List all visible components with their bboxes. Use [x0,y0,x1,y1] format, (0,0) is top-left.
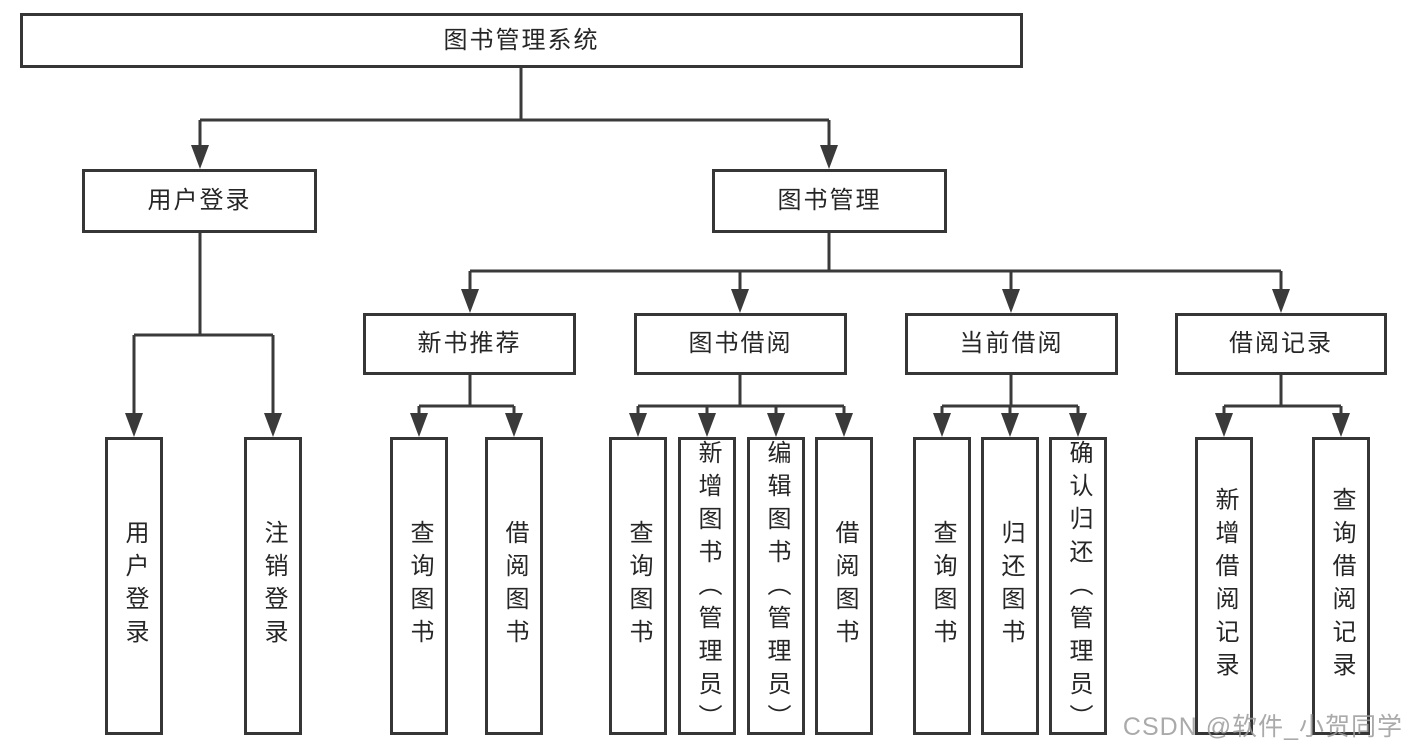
leaf-user-login: 用户登录 [105,437,163,735]
connector-book-borrow-group [636,375,846,416]
node-book-management: 图书管理 [712,169,947,233]
leaf-query-books-borrowing: 查询图书 [609,437,667,735]
connector-borrow-record-group [1222,375,1343,416]
arrowheads-level2 [191,145,838,169]
connector-root-to-level2 [198,68,831,148]
node-borrowing-records: 借阅记录 [1175,313,1387,375]
arrowheads-level3 [461,289,1290,313]
leaf-query-books-recommend: 查询图书 [390,437,448,735]
leaf-borrow-books: 借阅图书 [815,437,873,735]
csdn-watermark: CSDN @软件_小贺同学 [1122,713,1403,741]
leaf-edit-books-admin: 编辑图书（管理员） [747,437,805,735]
leaf-confirm-return-admin: 确认归还（管理员） [1049,437,1107,735]
leaf-query-borrow-record: 查询借阅记录 [1312,437,1370,735]
node-new-book-recommendation: 新书推荐 [363,313,576,375]
leaf-return-books: 归还图书 [981,437,1039,735]
node-current-borrowing: 当前借阅 [905,313,1118,375]
connector-book-management-group [468,233,1283,292]
connector-current-borrow-group [940,375,1080,416]
arrowheads-user-login-leaves [125,413,282,437]
arrowheads-leaves [410,413,1350,437]
node-user-login: 用户登录 [82,169,317,233]
connector-new-book-group [417,375,516,416]
leaf-logout: 注销登录 [244,437,302,735]
leaf-query-books-current: 查询图书 [913,437,971,735]
node-library-management-system: 图书管理系统 [20,13,1023,68]
leaf-add-books-admin: 新增图书（管理员） [678,437,736,735]
leaf-add-borrow-record: 新增借阅记录 [1195,437,1253,735]
leaf-borrow-books-recommend: 借阅图书 [485,437,543,735]
connector-user-login-group [132,233,275,416]
node-book-borrowing: 图书借阅 [634,313,847,375]
